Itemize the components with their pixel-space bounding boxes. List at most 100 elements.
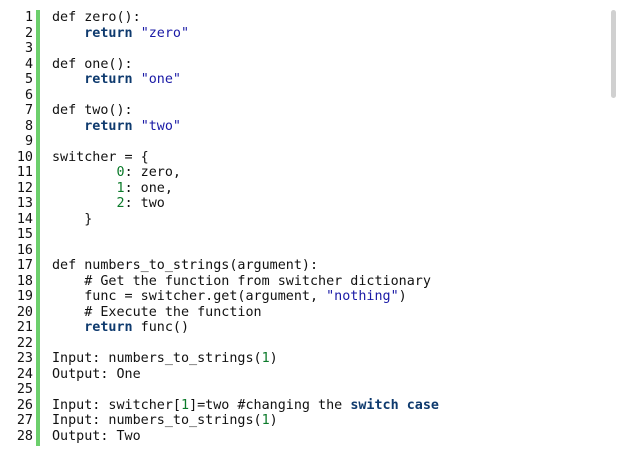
code-line[interactable]: Input: numbers_to_strings(1)	[52, 351, 278, 367]
code-line[interactable]: def two():	[52, 103, 133, 119]
code-area[interactable]: def zero(): return "zero" def one(): retu…	[52, 10, 618, 450]
line-number: 7	[24, 103, 33, 118]
code-token	[52, 196, 117, 211]
line-number: 9	[24, 134, 33, 149]
code-token	[399, 398, 407, 413]
code-token: Input: numbers_to_strings(	[52, 413, 262, 428]
line-number: 4	[24, 56, 33, 72]
line-number: 6	[24, 87, 33, 103]
line-number: 18	[16, 273, 33, 289]
line-number: 25	[16, 382, 33, 397]
code-line[interactable]: }	[52, 212, 92, 228]
keyword-token: return	[84, 25, 133, 41]
line-number: 21	[16, 320, 33, 335]
code-token	[52, 181, 117, 196]
code-token	[133, 119, 141, 134]
number-token: 1	[181, 397, 190, 413]
code-line[interactable]: Input: numbers_to_strings(1)	[52, 413, 278, 429]
string-token: "nothing"	[326, 289, 399, 304]
code-token	[52, 165, 117, 180]
code-token: ]=two #changing the	[189, 397, 351, 413]
code-token: def numbers_to_strings(argument):	[52, 258, 319, 273]
keyword-token: case	[406, 397, 439, 413]
line-number: 5	[24, 72, 33, 87]
line-number: 1	[24, 10, 33, 25]
code-line[interactable]: Output: One	[52, 367, 141, 383]
keyword-token: return	[84, 72, 133, 87]
code-token: Output: One	[52, 366, 141, 382]
code-token: Input: numbers_to_strings(	[52, 351, 262, 366]
number-token: 1	[261, 413, 270, 428]
code-token: # Get the function from switcher diction…	[52, 273, 431, 289]
code-line[interactable]: # Get the function from switcher diction…	[52, 274, 431, 290]
code-token: : two	[124, 196, 165, 211]
number-token: 1	[116, 180, 125, 196]
line-number: 11	[16, 165, 33, 180]
code-token: def one():	[52, 56, 133, 72]
code-token	[52, 119, 84, 134]
code-line[interactable]: def numbers_to_strings(argument):	[52, 258, 318, 274]
line-number: 13	[16, 196, 33, 211]
code-line[interactable]: def zero():	[52, 10, 141, 26]
gutter-divider	[36, 10, 40, 446]
code-line[interactable]: Output: Two	[52, 429, 141, 445]
line-number: 28	[16, 428, 33, 444]
code-line[interactable]: func = switcher.get(argument, "nothing")	[52, 289, 407, 305]
string-token: "one"	[140, 72, 181, 87]
string-token: "zero"	[140, 25, 190, 41]
code-token: : zero,	[124, 165, 181, 180]
line-number: 10	[16, 149, 33, 165]
code-token	[52, 320, 84, 335]
line-number: 26	[16, 397, 33, 413]
keyword-token: return	[84, 320, 133, 335]
code-token: }	[52, 211, 93, 227]
line-number: 23	[16, 351, 33, 366]
number-token: 0	[116, 165, 125, 180]
code-line[interactable]: 0: zero,	[52, 165, 182, 181]
code-token	[133, 26, 141, 41]
code-line[interactable]: # Execute the function	[52, 304, 262, 321]
code-line[interactable]: def one():	[52, 57, 133, 73]
code-token	[52, 26, 84, 41]
code-line[interactable]: return func()	[52, 320, 189, 336]
code-line[interactable]: Input: switcher[1]=two #changing the swi…	[52, 398, 439, 414]
code-token: # Execute the function	[52, 304, 262, 320]
line-number: 12	[16, 180, 33, 196]
line-number: 8	[24, 118, 33, 134]
line-number: 2	[24, 25, 33, 41]
number-token: 1	[261, 351, 270, 366]
line-number: 3	[24, 41, 33, 56]
code-token: Input: switcher[	[52, 397, 181, 413]
code-token: def zero():	[52, 10, 141, 25]
line-number: 24	[16, 366, 33, 382]
code-token: Output: Two	[52, 428, 141, 444]
code-token: )	[269, 413, 278, 428]
code-token: )	[398, 289, 407, 304]
code-token: switcher = {	[52, 149, 149, 165]
code-line[interactable]: return "two"	[52, 119, 181, 135]
code-token	[133, 72, 141, 87]
number-token: 2	[116, 196, 125, 211]
line-number: 17	[16, 258, 33, 273]
line-number: 19	[16, 289, 33, 304]
keyword-token: return	[84, 118, 133, 134]
code-token: func()	[132, 320, 190, 335]
code-token: def two():	[52, 103, 133, 118]
code-token: )	[269, 351, 278, 366]
vertical-scrollbar[interactable]	[611, 10, 616, 98]
code-line[interactable]: 1: one,	[52, 181, 173, 197]
keyword-token: switch	[350, 397, 399, 413]
code-line[interactable]: return "one"	[52, 72, 181, 88]
line-number: 27	[16, 413, 33, 428]
code-token: func = switcher.get(argument,	[52, 289, 327, 304]
line-number: 14	[16, 211, 33, 227]
code-line[interactable]: return "zero"	[52, 26, 189, 42]
line-number: 20	[16, 304, 33, 320]
code-token	[52, 72, 84, 87]
line-number: 16	[16, 242, 33, 258]
line-number: 22	[16, 335, 33, 351]
code-line[interactable]: 2: two	[52, 196, 165, 212]
code-line[interactable]: switcher = {	[52, 150, 149, 166]
